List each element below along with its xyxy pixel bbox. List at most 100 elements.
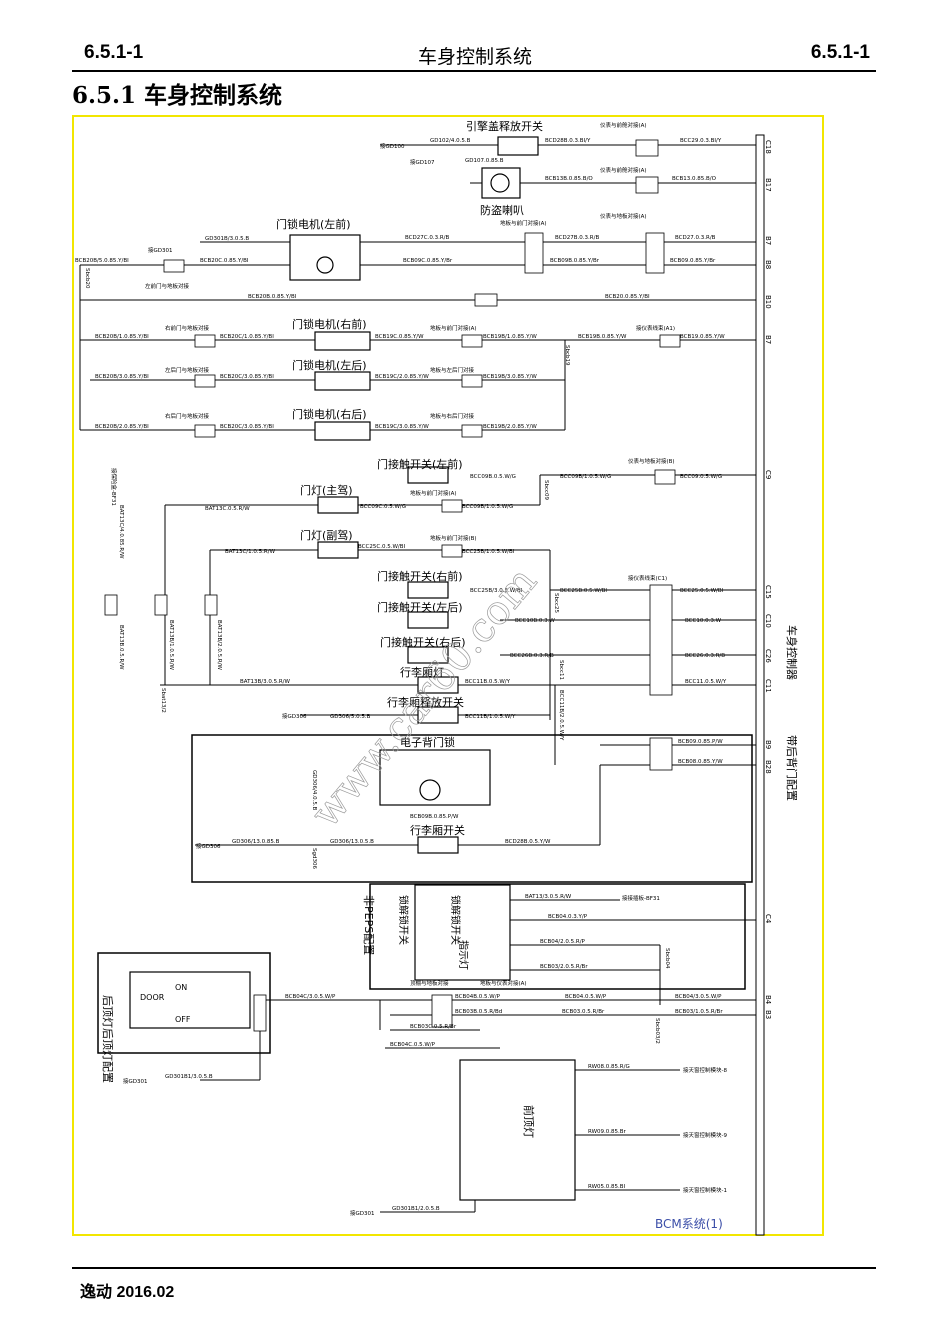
bcm-pin: B10: [764, 295, 772, 309]
rear-door-config-label: 带后背门配置: [785, 735, 799, 801]
wire-label: BCB20B/2.0.85.Y/BI: [95, 424, 149, 430]
wire-label: BCD28B.0.3.BI/Y: [545, 138, 591, 144]
page-header-title: 车身控制系统: [417, 47, 532, 68]
ground-label-1: 接GD100: [380, 142, 405, 150]
wire-label: BCB09C.0.85.Y/Br: [403, 258, 453, 264]
wire-label: GD301B/3.0.5.B: [205, 236, 249, 242]
conn-label-10: 地板与左后门对接: [430, 366, 475, 374]
motor-rf-symbol: [314, 331, 371, 351]
door-sw-rr-label: 门接触开关(右后): [380, 635, 466, 649]
wire-label: GD306/5.0.5.B: [330, 714, 371, 720]
header-rule: [72, 70, 876, 72]
wire-label: BCC25C.0.5.W/BI: [358, 544, 406, 550]
wire-label: BAT13B/3.0.5.R/W: [240, 679, 291, 685]
bcm-pin-group: C18 B17 B7 B8 B10 B7 C9 C15 C10 C26 C11 …: [764, 140, 772, 1019]
motor-rf-label: 门锁电机(右前): [292, 317, 367, 331]
wire-label: BCC09B/1.0.5.W/G: [560, 474, 611, 480]
trunk-switch-label: 行李厢开关: [410, 823, 465, 837]
wire-label: GD301B1/3.0.5.B: [165, 1074, 213, 1080]
indicator-label: 指示灯: [457, 940, 470, 970]
wire-label: BAT13C/1.0.5.R/W: [225, 549, 276, 555]
footer-rule: [72, 1267, 876, 1269]
conn-label-1: 仪表与前舱对接(A): [600, 121, 647, 129]
rear-dome-symbol: [129, 971, 251, 1029]
bcm-pin: C10: [764, 614, 772, 628]
page-code-left: 6.5.1-1: [84, 42, 144, 63]
wire-label: BCB09B.0.85.P/W: [410, 814, 459, 820]
conn-label-18: 地板与仪表对接(A): [480, 979, 527, 987]
wire-label: BCB04.0.5.W/P: [565, 994, 607, 1000]
wire-label: BCB20.0.85.Y/BI: [605, 294, 650, 300]
wire-label: BCB20C/3.0.85.Y/BI: [220, 374, 274, 380]
wire-label: BCC10B.0.3.W: [515, 618, 555, 624]
horn-icon: [490, 173, 510, 193]
wire-label: GD107.0.85.B: [465, 158, 504, 164]
wire-label: BCB04C/3.0.5.W/P: [285, 994, 336, 1000]
page-code-right: 6.5.1-1: [810, 42, 870, 63]
bcm-pin: B3: [764, 1010, 772, 1019]
wire-label: BCD28B.0.5.Y/W: [505, 839, 551, 845]
wire-label: BCC25B/1.0.5.W/BI: [462, 549, 515, 555]
trunk-light-label: 行李厢灯: [400, 665, 444, 679]
bcm-pin: C11: [764, 679, 772, 693]
switch-door-text: DOOR: [140, 993, 165, 1002]
ground-label-7: 接GD301: [350, 1209, 375, 1217]
wire-label: RW08.0.85.R/G: [588, 1064, 630, 1070]
wire-label: BAT13C/4.0.85.R/W: [118, 505, 124, 559]
wire-label: BCB19.0.85.Y/W: [680, 334, 725, 340]
wire-label: BCC09.0.5.W/G: [680, 474, 722, 480]
wire-label: BCD27.0.3.R/B: [675, 235, 716, 241]
wire-label: GD102/4.0.5.B: [430, 138, 471, 144]
ground-label-5: 接GD306: [196, 842, 221, 850]
wire-label: BCC26B.0.3.R/B: [510, 653, 554, 659]
door-sw-rr-symbol: [407, 646, 449, 664]
wire-label: BCC11B/1.0.5.W/Y: [465, 714, 516, 720]
bcm-pin: B4: [764, 995, 772, 1005]
diagram-frame: [72, 115, 824, 1236]
wire-label: BCC25.0.5.W/BI: [680, 588, 724, 594]
wire-label: BAT13C.0.5.R/W: [205, 506, 250, 512]
wire-label: BCB09.0.85.P/W: [678, 739, 723, 745]
rear-dome-config-label: 后顶灯配置: [101, 1028, 114, 1083]
trunk-switch-symbol: [417, 836, 459, 854]
splice-label: Sbat13/2: [160, 688, 166, 713]
section-number: 6.5.1: [72, 82, 137, 109]
door-sw-lr-label: 门接触开关(左后): [377, 600, 463, 614]
wire-label: BCB19C/2.0.85.Y/W: [375, 374, 429, 380]
target-label: 接保险盒-BF31: [110, 468, 118, 506]
target-label: 接接插板-BF31: [622, 894, 660, 902]
front-dome-label: 前顶灯: [522, 1105, 536, 1138]
ground-label-3: 接GD301: [148, 246, 173, 254]
wire-label: BCB19B/3.0.85.Y/W: [483, 374, 537, 380]
wire-label: BCB20B/5.0.85.Y/BI: [75, 258, 129, 264]
bcm-pin: B28: [764, 760, 772, 774]
conn-label-16: 接仪表线束(C1): [628, 574, 667, 582]
bcm-pin: C4: [764, 914, 772, 924]
wire-label: BCC25B.0.5.W/BI: [560, 588, 607, 594]
target-label: 接天窗控制模块-8: [683, 1066, 727, 1074]
wire-label: BCB19C.0.85.Y/W: [375, 334, 424, 340]
target-label: 接天窗控制模块-9: [683, 1131, 727, 1139]
elec-lock-label: 电子背门锁: [400, 735, 455, 749]
splice-label: Sbcc11: [558, 660, 564, 680]
switch-a-label: 锁解锁开关: [449, 895, 462, 945]
rear-dome-config-box: [97, 952, 271, 1054]
motor-rr-symbol: [314, 421, 371, 441]
wire-label: BCB03C.0.5.R/Br: [410, 1024, 457, 1030]
motor-lr-label: 门锁电机(左后): [292, 358, 367, 372]
wire-label: BAT13B/1.0.5.R/W: [168, 620, 174, 671]
bcm-bar: [755, 134, 765, 1236]
wire-label: BCB04/2.0.5.R/P: [540, 939, 586, 945]
bcm-pin: B8: [764, 260, 772, 269]
trunk-light-symbol: [417, 676, 459, 694]
conn-label-8: 接仪表线束(A1): [636, 324, 675, 332]
peps-config-label: 非PEPS配置: [362, 895, 375, 955]
wire-label: BAT13B/2.0.5.R/W: [216, 620, 222, 671]
bcm-pin: C9: [764, 470, 772, 479]
wire-label: BCB20C.0.85.Y/BI: [200, 258, 249, 264]
wire-label: BCB09.0.85.Y/Br: [670, 258, 716, 264]
bcm-pin: C18: [764, 140, 772, 154]
wire-label: BCC10.0.3.W: [685, 618, 722, 624]
wire-label: BCD27B.0.3.R/B: [555, 235, 599, 241]
